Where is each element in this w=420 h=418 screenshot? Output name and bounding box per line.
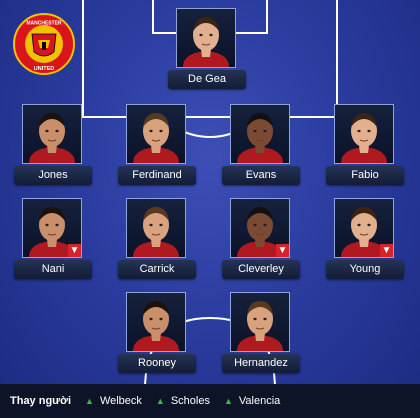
penalty-box-left-line [82,0,84,118]
player-name: Young [326,260,404,279]
arrow-down-icon: ▼ [68,244,81,257]
goal-box-right-line [266,0,268,34]
penalty-box-right-line [336,0,338,118]
player-photo [176,8,236,68]
arrow-down-icon: ▼ [276,244,289,257]
center-circle-arc [144,316,276,390]
player-name: Evans [222,166,300,185]
player-name: Cleverley [222,260,300,279]
manchester-united-crest-logo: MANCHESTER UNITED [13,13,75,75]
substitute-item: ▲ Scholes [156,384,210,418]
svg-text:MANCHESTER: MANCHESTER [26,21,62,27]
player-photo: ▼ [334,198,394,258]
substitute-item: ▲ Valencia [224,384,280,418]
arrow-up-icon: ▲ [223,396,233,406]
substitutes-title: Thay người [10,395,72,407]
player-name: De Gea [168,70,246,89]
player-photo: ▼ [22,198,82,258]
player-name: Rooney [118,354,196,373]
arrow-down-icon: ▼ [380,244,393,257]
player-photo [334,104,394,164]
substitute-name: Welbeck [99,395,142,407]
player-name: Hernandez [222,354,300,373]
goal-box-left-line [152,0,154,34]
arrow-up-icon: ▲ [155,396,165,406]
player-photo [230,104,290,164]
player-name: Fabio [326,166,404,185]
player-name: Jones [14,166,92,185]
substitute-item: ▲ Welbeck [85,384,142,418]
arrow-up-icon: ▲ [85,396,94,406]
player-photo [126,104,186,164]
player-name: Nani [14,260,92,279]
player-photo: ▼ [230,198,290,258]
player-photo [126,292,186,352]
player-name: Ferdinand [118,166,196,185]
player-photo [230,292,290,352]
substitute-name: Scholes [170,395,210,407]
svg-text:UNITED: UNITED [34,66,55,72]
substitute-name: Valencia [238,395,281,407]
player-name: Carrick [118,260,196,279]
penalty-box-bottom-line [82,116,338,118]
player-photo [22,104,82,164]
player-photo [126,198,186,258]
substitutes-bar: Thay người ▲ Welbeck ▲ Scholes ▲ Valenci… [0,384,420,418]
